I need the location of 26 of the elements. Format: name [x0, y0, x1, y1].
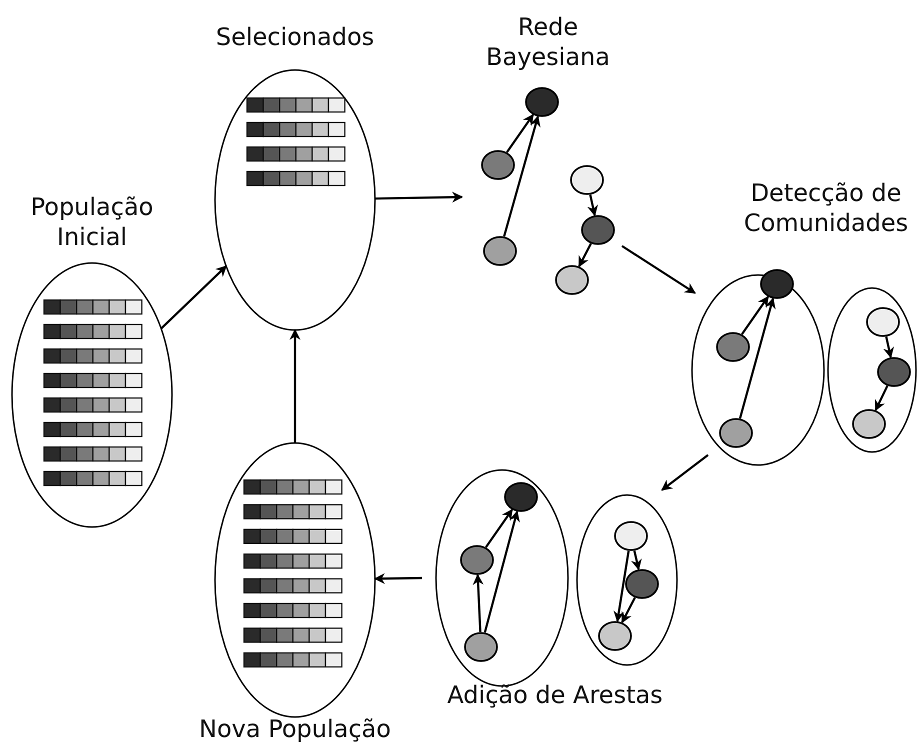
- arrow: [472, 574, 484, 632]
- stage-heading: Nova População: [198, 714, 392, 744]
- arrow: [738, 298, 776, 419]
- arrow: [661, 454, 709, 491]
- stage-heading: Rede Bayesiana: [485, 12, 611, 72]
- arrow: [290, 328, 300, 443]
- arrow: [374, 192, 464, 203]
- arrow: [741, 296, 769, 335]
- arrow: [485, 508, 513, 548]
- arrow: [484, 510, 520, 633]
- stage-heading: Adição de Arestas: [446, 680, 664, 710]
- arrow: [374, 573, 422, 584]
- arrow: [874, 385, 888, 412]
- arrow: [503, 116, 540, 237]
- arrow: [578, 243, 592, 268]
- arrow: [506, 114, 534, 153]
- arrow: [621, 597, 636, 624]
- stage-heading: Detecção de Comunidades: [742, 178, 910, 238]
- arrow: [883, 336, 894, 358]
- arrow: [587, 194, 598, 216]
- arrow: [160, 265, 227, 330]
- arrow: [621, 245, 696, 294]
- stage-heading: Selecionados: [214, 22, 376, 52]
- arrow: [631, 550, 642, 570]
- stage-heading: População Inicial: [30, 192, 154, 252]
- arrow: [614, 550, 630, 622]
